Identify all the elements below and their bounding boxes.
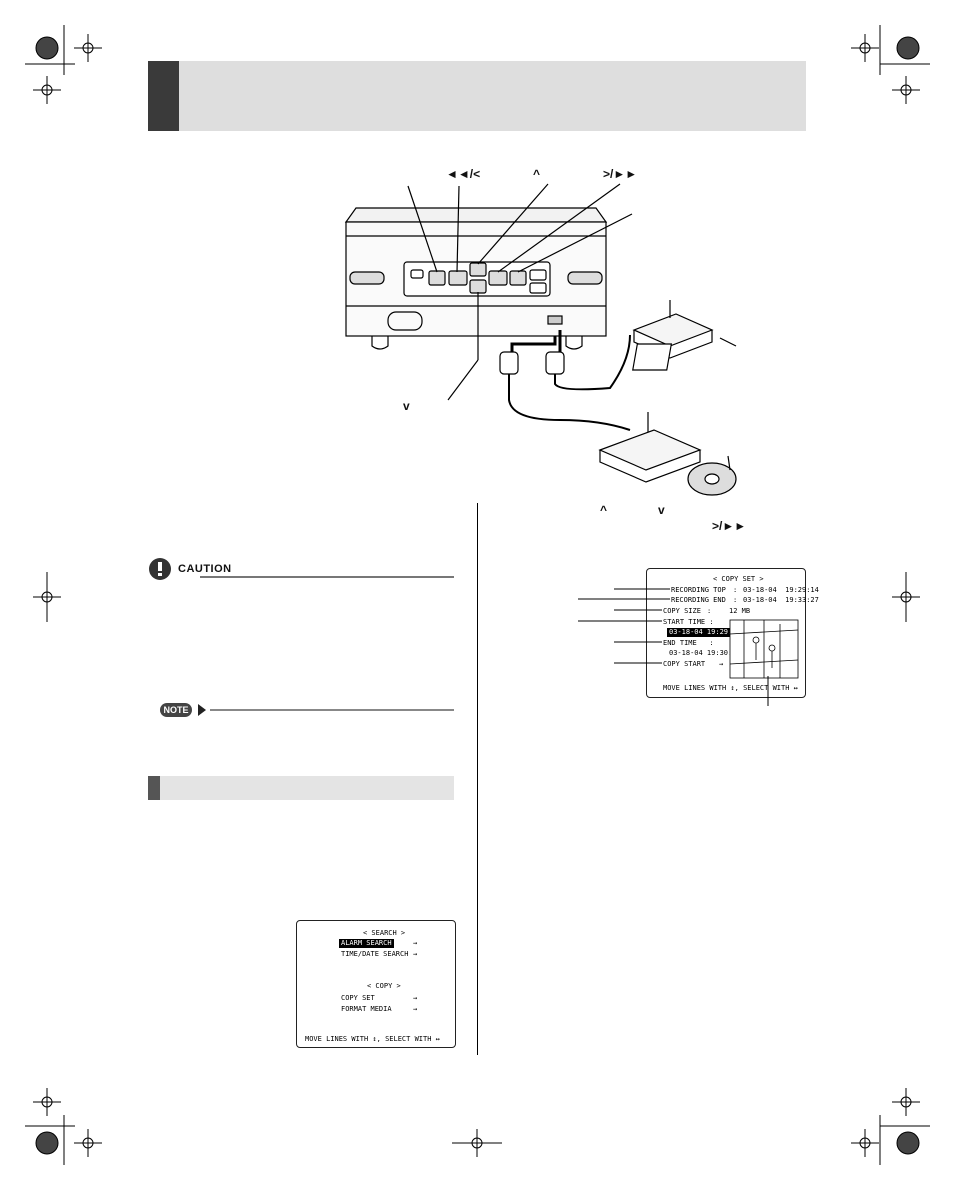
copy-size-sep: : (707, 607, 712, 615)
page-header-band (148, 61, 806, 131)
recording-end-label: RECORDING END (671, 596, 726, 604)
column-divider (477, 503, 478, 1055)
recording-end-sep: : (733, 596, 738, 604)
section-tab (148, 776, 160, 800)
format-media-arrow-icon: → (413, 1005, 418, 1013)
up-key-ref: ^ (600, 503, 608, 517)
alarm-search-arrow-icon: → (413, 939, 418, 947)
down-key-ref: v (658, 503, 665, 517)
time-date-search-arrow-icon: → (413, 950, 418, 958)
copy-set-arrow-icon: → (413, 994, 418, 1002)
down-key-label: v (403, 399, 410, 413)
search-footer: MOVE LINES WITH ↕, SELECT WITH ↔ (305, 1035, 440, 1043)
copy-set-footer: MOVE LINES WITH ↕, SELECT WITH ↔ (663, 684, 798, 692)
start-time-value[interactable]: 03-18-04 19:29:14 (667, 628, 743, 637)
copy-title: < COPY > (367, 982, 401, 990)
copy-size-label: COPY SIZE (663, 607, 701, 615)
copy-set-title: < COPY SET > (713, 575, 764, 583)
recording-top-sep: : (733, 586, 738, 594)
alarm-search-item[interactable]: ALARM SEARCH (339, 939, 394, 948)
caution-rule (200, 576, 454, 578)
copy-start-arrow-icon: → (719, 660, 724, 668)
rewind-key-label: ◄◄/< (446, 167, 481, 181)
page-header-tab (148, 61, 179, 131)
copy-size-value: 12 MB (729, 607, 751, 615)
time-date-search-item[interactable]: TIME/DATE SEARCH (341, 950, 409, 958)
up-key-label: ^ (533, 167, 541, 181)
search-title: < SEARCH > (363, 929, 406, 937)
format-media-item[interactable]: FORMAT MEDIA (341, 1005, 392, 1013)
caution-label: CAUTION (178, 563, 232, 575)
end-time-value: 03-18-04 19:30:14 (669, 649, 741, 657)
forward-key-label: >/►► (603, 167, 638, 181)
start-time-label: START TIME : (663, 618, 714, 626)
forward-key-ref: >/►► (712, 519, 747, 533)
search-screen: < SEARCH > ALARM SEARCH → TIME/DATE SEAR… (296, 920, 456, 1048)
recording-top-label: RECORDING TOP (671, 586, 726, 594)
copy-start-label[interactable]: COPY START (663, 660, 706, 668)
recording-end-value: 03-18-04 19:33:27 (743, 596, 819, 604)
copy-set-item[interactable]: COPY SET (341, 994, 375, 1002)
note-rule (210, 709, 454, 711)
end-time-label: END TIME : (663, 639, 714, 647)
section-bar (148, 776, 454, 800)
recording-top-value: 03-18-04 19:29:14 (743, 586, 819, 594)
note-label: NOTE (160, 703, 192, 717)
